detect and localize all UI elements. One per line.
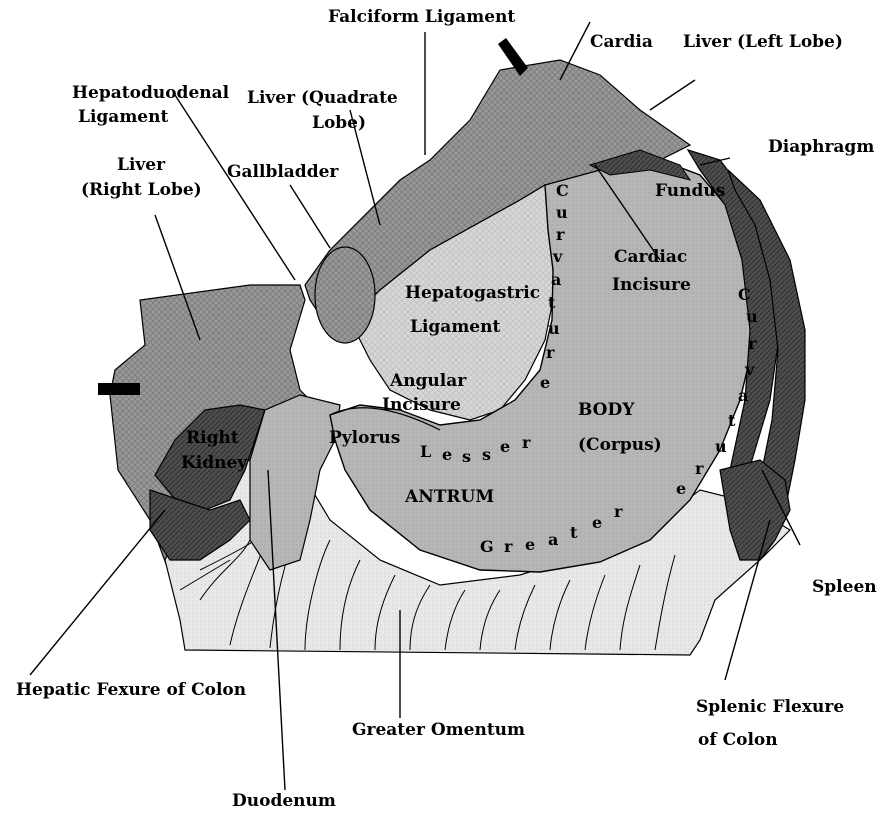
lesser-curvature-letter: v <box>552 247 563 266</box>
label-spleen: Spleen <box>812 577 877 597</box>
gallbladder <box>315 247 375 343</box>
label-falciform-ligament: Falciform Ligament <box>328 7 515 27</box>
lesser-letter: L <box>420 442 431 461</box>
lesser-letter: e <box>500 437 510 456</box>
lesser-curvature-letter: t <box>548 293 556 312</box>
lesser-letter: s <box>462 447 471 466</box>
greater-letter: e <box>592 513 602 532</box>
lesser-curvature-letter: u <box>548 319 560 338</box>
lesser-curvature-letter: r <box>546 343 555 362</box>
greater-curvature-letter: v <box>744 360 755 379</box>
label-pylorus: Pylorus <box>329 428 400 448</box>
greater-letter: r <box>614 502 623 521</box>
lesser-letter: r <box>522 433 531 452</box>
greater-curvature-letter: r <box>695 459 704 478</box>
greater-letter: r <box>504 537 513 556</box>
label-liver-right-lobe-2: (Right Lobe) <box>81 180 202 200</box>
lesser-curvature-letter: C <box>556 181 569 200</box>
label-hepatoduodenal-ligament-2: Ligament <box>78 107 168 127</box>
label-right-kidney-2: Kidney <box>181 453 248 473</box>
label-duodenum: Duodenum <box>232 791 336 811</box>
label-greater-omentum: Greater Omentum <box>352 720 525 740</box>
label-hepatoduodenal-ligament-1: Hepatoduodenal <box>72 83 230 103</box>
label-diaphragm: Diaphragm <box>768 137 874 157</box>
greater-letter: a <box>548 530 558 549</box>
greater-letter: t <box>570 523 578 542</box>
label-hepatic-flexure: Hepatic Fexure of Colon <box>16 680 246 700</box>
label-liver-right-lobe-1: Liver <box>117 155 166 175</box>
greater-letter: G <box>480 537 494 556</box>
label-body-1: BODY <box>578 400 635 420</box>
greater-curvature-letter: u <box>715 437 727 456</box>
label-liver-quadrate-lobe-1: Liver (Quadrate <box>247 88 398 108</box>
greater-curvature-letter: e <box>676 479 686 498</box>
greater-curvature-letter: C <box>738 285 751 304</box>
label-splenic-flexure-1: Splenic Flexure <box>696 697 844 717</box>
lesser-curvature-letter: a <box>551 270 561 289</box>
label-gallbladder: Gallbladder <box>227 162 339 182</box>
label-antrum: ANTRUM <box>404 487 494 507</box>
label-liver-left-lobe: Liver (Left Lobe) <box>683 32 843 52</box>
label-hepatogastric-ligament-1: Hepatogastric <box>405 283 540 303</box>
label-splenic-flexure-2: of Colon <box>698 730 778 750</box>
label-cardiac-incisure-1: Cardiac <box>614 247 687 267</box>
greater-curvature-letter: u <box>746 307 758 326</box>
label-liver-quadrate-lobe-2: Lobe) <box>312 113 366 133</box>
label-cardia: Cardia <box>590 32 653 52</box>
greater-curvature-letter: t <box>728 411 736 430</box>
lesser-curvature-letter: e <box>540 373 550 392</box>
label-cardiac-incisure-2: Incisure <box>612 275 691 295</box>
label-right-kidney-1: Right <box>186 428 239 448</box>
label-fundus: Fundus <box>655 181 725 201</box>
greater-letter: e <box>525 535 535 554</box>
lesser-curvature-letter: r <box>556 225 565 244</box>
lesser-curvature-letter: u <box>556 203 568 222</box>
label-hepatogastric-ligament-2: Ligament <box>410 317 500 337</box>
label-angular-incisure-1: Angular <box>389 371 467 391</box>
label-body-2: (Corpus) <box>578 435 662 455</box>
lesser-letter: e <box>442 445 452 464</box>
greater-curvature-letter: r <box>748 334 757 353</box>
lesser-letter: s <box>482 445 491 464</box>
bile-duct-marker <box>98 383 140 395</box>
label-angular-incisure-2: Incisure <box>382 395 461 415</box>
greater-curvature-letter: a <box>738 386 748 405</box>
